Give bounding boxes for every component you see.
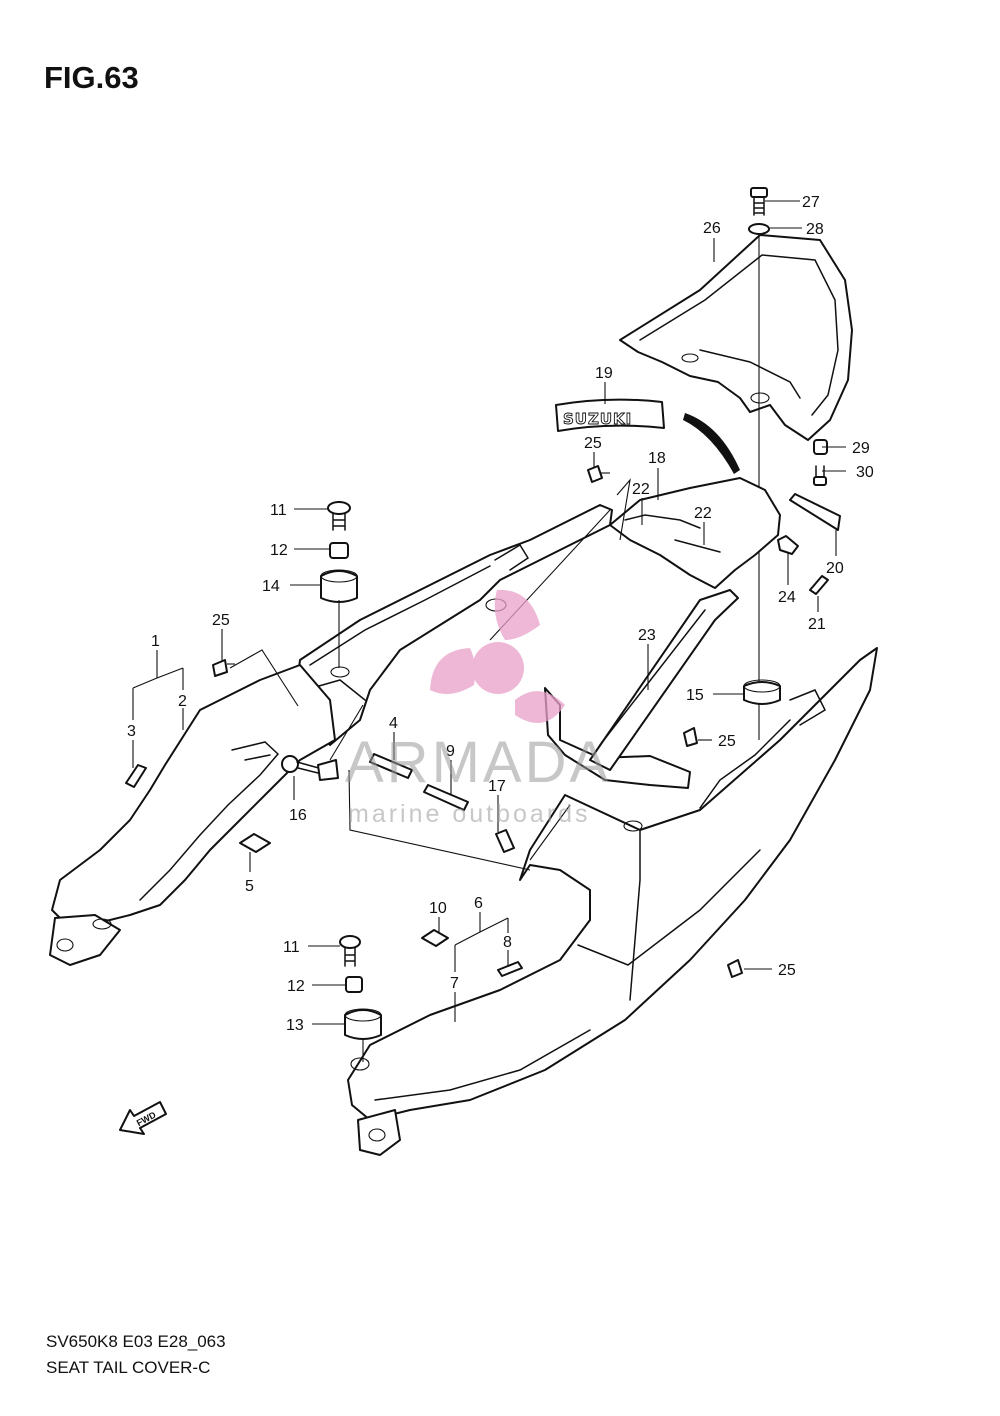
callout-25-d: 25 [778,962,796,979]
callout-14: 14 [262,578,280,595]
grommet-part-13 [344,1008,382,1040]
callout-19: 19 [595,365,613,382]
screw-part-30 [813,465,827,486]
callout-29: 29 [852,440,870,457]
callout-2: 2 [178,693,187,710]
washer-part [748,223,770,235]
callout-12-upper: 12 [270,542,288,559]
callout-30: 30 [856,464,874,481]
callout-11-lower: 11 [283,939,300,956]
right-side-cover-part [347,647,878,1156]
callout-labels: 1 2 3 4 5 6 7 8 9 10 11 11 12 12 13 14 1… [127,194,874,1034]
bolt-part-16 [281,755,339,781]
leader-lines [132,200,846,1025]
armada-watermark: ARMADA marine outboards [345,589,611,828]
pad-part-5 [239,833,271,853]
callout-21: 21 [808,616,826,633]
pad-part-8 [497,961,523,977]
callout-26: 26 [703,220,721,237]
clip-part-17 [495,829,515,853]
diagram-name: SEAT TAIL COVER-C [46,1358,211,1377]
tail-cover-part [609,477,781,589]
callout-25-a: 25 [212,612,230,629]
callout-8: 8 [503,934,512,951]
rear-frame-bracket-part [294,504,613,746]
rivet-part-25-c [683,727,698,747]
pad-part-9 [423,784,469,811]
callout-20: 20 [826,560,844,577]
callout-3: 3 [127,723,136,740]
figure-title: FIG.63 [44,60,139,95]
callout-10: 10 [429,900,447,917]
left-side-cover-part [49,664,336,966]
inner-bracket-part [544,589,739,789]
callout-17: 17 [488,778,506,795]
reflector-strip-part [789,493,841,531]
callout-25-c: 25 [718,733,736,750]
grommet-part-15 [743,679,781,705]
forward-direction-arrow: FWD [119,1101,167,1135]
callout-5: 5 [245,878,254,895]
callout-27: 27 [802,194,820,211]
callout-11-upper: 11 [270,502,287,519]
callout-4: 4 [389,715,398,732]
callout-16: 16 [289,807,307,824]
callout-18: 18 [648,450,666,467]
callout-15: 15 [686,687,704,704]
callout-28: 28 [806,221,824,238]
suzuki-emblem-part: SUZUKI [555,398,665,432]
rivet-part-25-b [587,465,610,483]
callout-25-b: 25 [584,435,602,452]
pad-part-10 [421,929,449,947]
callout-22-right: 22 [694,505,712,522]
watermark-tagline: marine outboards [348,800,591,828]
callout-12-lower: 12 [287,978,305,995]
screw-part-11-upper [327,501,351,531]
callout-13: 13 [286,1017,304,1034]
collar-part-12-upper [329,542,349,559]
callout-22-left: 22 [632,481,650,498]
callout-23: 23 [638,627,656,644]
collar-part-12-lower [345,976,363,993]
propeller-logo [430,589,565,723]
pad-part-3 [125,764,147,788]
screw-part-11-lower [339,935,361,967]
rivet-part-25-d [727,959,743,978]
callout-9: 9 [446,743,455,760]
rivet-part-25-a [212,659,235,677]
grommet-part-14 [320,569,358,603]
callout-1: 1 [151,633,160,650]
pad-part-21 [809,575,829,595]
callout-6: 6 [474,895,483,912]
grab-rail-part [619,234,853,441]
watermark-brand: ARMADA [345,730,611,795]
diagram-code: SV650K8 E03 E28_063 [46,1332,226,1351]
clip-part [777,535,799,555]
callout-7: 7 [450,975,459,992]
pad-part-4 [369,753,413,779]
bolt-part [750,187,768,216]
svg-text:SUZUKI: SUZUKI [563,410,632,428]
callout-24: 24 [778,589,796,606]
